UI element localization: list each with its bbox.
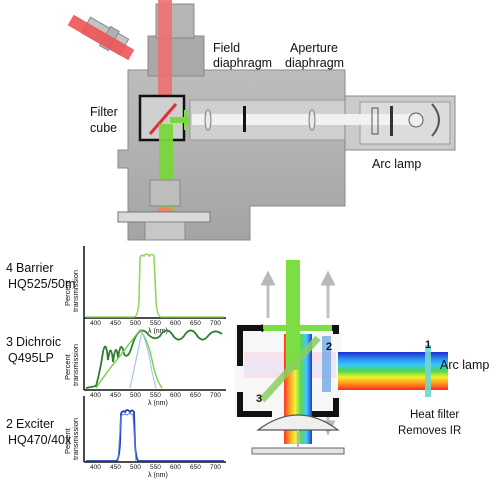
- exciter-tick-450: 450: [110, 464, 121, 471]
- barrier-xlabel: λ (nm): [148, 328, 168, 335]
- field-diaphragm-label-1: Field: [213, 41, 240, 55]
- aperture-diaphragm-label-2: diaphragm: [285, 56, 344, 70]
- label-4: 4: [258, 323, 265, 335]
- arc-lamp-label-bottom: Arc lamp: [440, 358, 489, 372]
- exciter-ylabel-1: Percent: [63, 427, 72, 454]
- barrier-filter: [262, 325, 332, 331]
- removes-ir-label: Removes IR: [398, 425, 461, 437]
- dichroic-ylabel-2: transmission: [71, 344, 80, 386]
- microscope-head: [147, 35, 205, 77]
- barrier-tick-400: 400: [90, 320, 101, 327]
- emission-beam-vertical: [158, 0, 172, 125]
- spectrum-4-num: 4: [6, 261, 13, 275]
- exciter-tick-550: 550: [150, 464, 161, 471]
- dichroic-blue-overlay: [129, 330, 157, 389]
- barrier-tick-700: 700: [210, 320, 221, 327]
- objective: [149, 179, 181, 207]
- specimen-stage: [117, 211, 211, 223]
- filter-cube-label-1: Filter: [90, 105, 118, 119]
- stage-base: [144, 221, 186, 241]
- exciter-tick-500: 500: [130, 464, 141, 471]
- exciter-curve-inner: [117, 413, 137, 462]
- barrier-ylabel-2: transmission: [71, 270, 80, 312]
- collector-lens-1: [204, 109, 212, 131]
- heat-filter-label: Heat filter: [410, 409, 459, 421]
- arc-lamp-label-top: Arc lamp: [372, 157, 421, 171]
- spectrum-panel-dichroic: Percent transmission 400 450 500 550 600…: [63, 318, 226, 407]
- label-2: 2: [326, 341, 332, 353]
- dichroic-tick-600: 600: [170, 392, 181, 399]
- spectrum-2-num: 2: [6, 417, 13, 431]
- barrier-tick-550: 550: [150, 320, 161, 327]
- field-diaphragm-label-2: diaphragm: [213, 56, 272, 70]
- collector-lens-2: [308, 109, 316, 131]
- spectrum-3-part: Q495LP: [8, 351, 54, 365]
- spectrum-4-name: Barrier: [16, 261, 54, 275]
- dichroic-tick-500: 500: [130, 392, 141, 399]
- dichroic-tick-400: 400: [90, 392, 101, 399]
- barrier-ylabel-1: Percent: [63, 279, 72, 306]
- barrier-tick-450: 450: [110, 320, 121, 327]
- barrier-tick-600: 600: [170, 320, 181, 327]
- barrier-tick-500: 500: [130, 320, 141, 327]
- cube-dichroic-mirror: [148, 103, 178, 135]
- microscope-illustration: Field diaphragm Aperture diaphragm Filte…: [67, 0, 456, 241]
- barrier-tick-650: 650: [190, 320, 201, 327]
- filter-cube-label-2: cube: [90, 121, 117, 135]
- dichroic-tick-450: 450: [110, 392, 121, 399]
- lamp-reflector: [431, 103, 440, 137]
- exciter-tick-400: 400: [90, 464, 101, 471]
- dichroic-tick-650: 650: [190, 392, 201, 399]
- dichroic-ticks: 400 450 500 550 600 650 700: [90, 392, 221, 399]
- spectrum-2-name: Exciter: [16, 417, 54, 431]
- excitation-beam-green-horiz: [170, 117, 190, 123]
- aperture-diaphragm-label-1: Aperture: [290, 41, 338, 55]
- field-diaphragm-mark: [243, 106, 246, 132]
- label-3: 3: [256, 393, 262, 405]
- spectrum-3-name: Dichroic: [16, 335, 61, 349]
- dichroic-tick-550: 550: [150, 392, 161, 399]
- spectra-panels: 4 Barrier HQ525/50m 3 Dichroic Q495LP 2 …: [6, 246, 226, 479]
- exciter-tick-650: 650: [190, 464, 201, 471]
- exciter-xlabel: λ (nm): [148, 472, 168, 479]
- exciter-filter: [322, 336, 331, 392]
- barrier-ticks: 400 450 500 550 600 650 700: [90, 320, 221, 327]
- exciter-ticks: 400 450 500 550 600 650 700: [90, 464, 221, 471]
- arc-bulb: [408, 112, 424, 128]
- exciter-tick-700: 700: [210, 464, 221, 471]
- heat-filter: [425, 345, 431, 397]
- emission-green-beam: [286, 260, 300, 370]
- lamp-rainbow-beam: [338, 352, 448, 390]
- dichroic-ylabel-1: Percent: [63, 353, 72, 380]
- spectrum-2-part: HQ470/40x: [8, 433, 72, 447]
- objective-lens: [256, 414, 340, 431]
- spectrum-3-num: 3: [6, 335, 13, 349]
- dichroic-tick-700: 700: [210, 392, 221, 399]
- spectrum-panel-barrier: Percent transmission 400 450 500 550 600…: [63, 246, 226, 335]
- dichroic-mirror: [259, 335, 321, 403]
- specimen-slide: [251, 447, 345, 455]
- spectrum-panel-exciter: Percent transmission 400 450 500 550 600…: [63, 396, 226, 479]
- exciter-curve: [86, 409, 224, 462]
- excitation-beam-white: [192, 114, 422, 125]
- barrier-curve: [86, 253, 224, 318]
- dichroic-xlabel: λ (nm): [148, 400, 168, 407]
- label-1: 1: [425, 339, 431, 351]
- exciter-ylabel-2: transmission: [71, 418, 80, 460]
- lamp-element-1: [371, 107, 379, 135]
- lamp-element-2: [390, 106, 393, 136]
- exciter-tick-600: 600: [170, 464, 181, 471]
- filter-cube-diagram: 1 2 3 4 Arc lamp Heat filter Removes IR: [235, 260, 489, 455]
- spectrum-4-part: HQ525/50m: [8, 277, 75, 291]
- dichroic-emission-overlay: [95, 328, 163, 389]
- emission-beam-eyepiece: [67, 14, 135, 61]
